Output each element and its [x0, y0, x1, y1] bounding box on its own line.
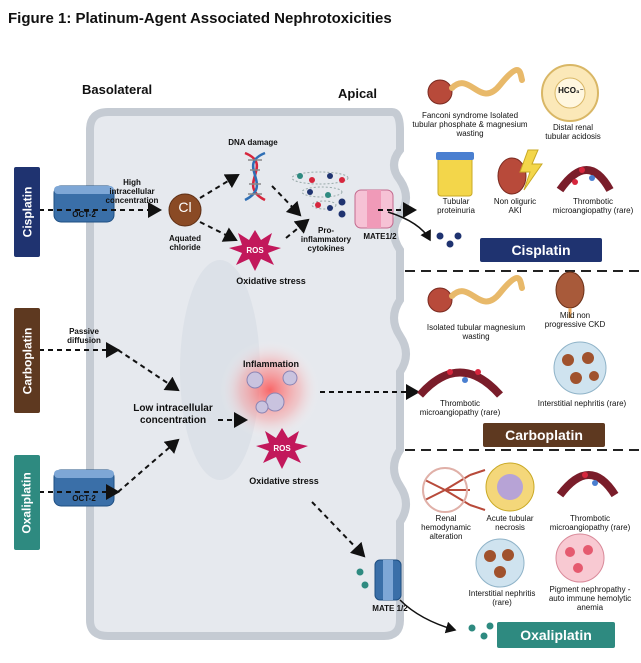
ros-label-cisplatin: ROS [246, 246, 264, 255]
basolateral-label: Basolateral [82, 82, 153, 97]
nephron-icon-carboplatin [427, 275, 525, 313]
effect-acute-tubular-necrosis: Acute tubular necrosis [486, 514, 534, 532]
dna-helix-icon [244, 151, 266, 202]
nephron-icon-cisplatin [427, 67, 525, 105]
effect-tubular-proteinuria: Tubular proteinuria [437, 197, 475, 215]
hco3-symbol: HCO₃⁻ [558, 86, 584, 95]
low-concentration-label: Low intracellular concentration [133, 403, 213, 426]
inflammation-label: Inflammation [242, 359, 299, 369]
carboplatin-drug-box: Carboplatin [483, 423, 605, 447]
figure-title: Figure 1: Platinum-Agent Associated Neph… [8, 10, 392, 27]
cytokines-label: Pro-inflammatory cytokines [300, 226, 352, 254]
effect-renal-hemodynamic: Renal hemodynamic alteration [421, 514, 471, 541]
oxaliplatin-drug-box: Oxaliplatin [497, 622, 615, 648]
high-concentration-label: High intracellular concentration [105, 178, 159, 206]
effect-interstitial-nephritis-oxaliplatin: Interstitial nephritis (rare) [468, 589, 536, 607]
oct2-label-oxaliplatin: OCT-2 [72, 494, 96, 503]
urine-cup-icon [436, 152, 474, 197]
cisplatin-tab: Cisplatin [14, 167, 40, 257]
aquated-chloride-label: Aquated chloride [169, 234, 201, 253]
effect-mild-ckd: Mild non progressive CKD [544, 311, 606, 329]
aquated-chloride-sphere [168, 193, 202, 227]
effect-distal-rta: Distal renal tubular acidosis [545, 123, 601, 141]
tma-vessel-icon-cisplatin [556, 166, 614, 193]
passive-diffusion-label: Passive diffusion [67, 327, 101, 346]
oxidative-stress-label-cisplatin: Oxidative stress [236, 276, 306, 286]
interstitial-icon-oxaliplatin [475, 538, 525, 588]
hco3-cell-ring-icon [541, 64, 599, 122]
ros-label-shared: ROS [273, 444, 291, 453]
ros-burst-top [229, 230, 281, 271]
oxaliplatin-tab: Oxaliplatin [14, 455, 40, 550]
tma-vessel-icon-carboplatin [417, 368, 503, 398]
effect-tma-cisplatin: Thrombotic microangiopathy (rare) [552, 197, 634, 215]
lightning-kidney-icon [497, 149, 543, 195]
ros-burst-bottom [256, 428, 308, 469]
chloride-symbol: Cl [178, 199, 192, 215]
mate-label-oxaliplatin: MATE 1/2 [372, 604, 408, 613]
apical-label: Apical [338, 86, 378, 101]
interstitial-icon-carboplatin [553, 341, 607, 395]
dna-damage-label: DNA damage [228, 138, 278, 147]
oct2-label-cisplatin: OCT-2 [72, 210, 96, 219]
effect-non-oliguric-aki: Non oliguric AKI [493, 197, 537, 215]
hemolysis-icon [555, 533, 605, 583]
cisplatin-drug-box: Cisplatin [480, 238, 602, 262]
oxidative-stress-label-shared: Oxidative stress [249, 476, 319, 486]
effect-pigment-nephropathy: Pigment nephropathy - auto immune hemoly… [548, 585, 632, 612]
effect-tma-oxaliplatin: Thrombotic microangiopathy (rare) [549, 514, 631, 532]
effect-interstitial-nephritis-carboplatin: Interstitial nephritis (rare) [537, 399, 627, 408]
tma-vessel-icon-oxaliplatin [556, 471, 619, 498]
effect-isolated-magnesium-wasting: Isolated tubular magnesium wasting [426, 323, 526, 341]
vessel-tree-icon [422, 467, 486, 513]
carboplatin-tab: Carboplatin [14, 308, 40, 413]
effect-tma-carboplatin: Thrombotic microangiopathy (rare) [419, 399, 501, 417]
cytokine-cluster-icon [291, 171, 349, 211]
effect-fanconi: Fanconi syndrome Isolated tubular phosph… [412, 111, 528, 138]
necrosis-icon [485, 462, 535, 512]
inflammation-glow [220, 340, 320, 440]
mate-label-cisplatin: MATE1/2 [363, 232, 397, 241]
kidney-icon [555, 271, 585, 318]
